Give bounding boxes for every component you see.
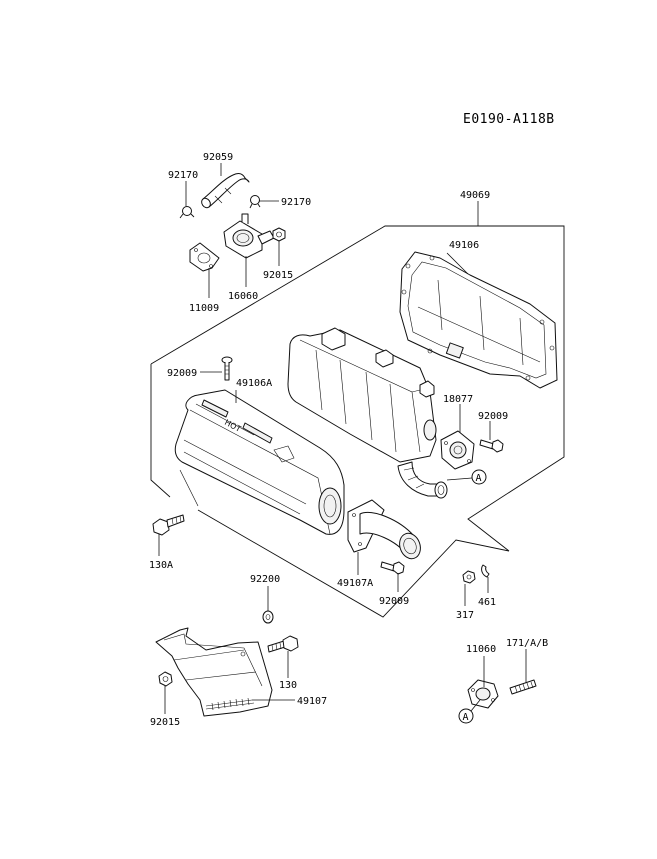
label-18077: 18077 bbox=[443, 394, 473, 405]
label-461: 461 bbox=[478, 597, 496, 608]
cover-49106 bbox=[399, 251, 558, 389]
label-49107A: 49107A bbox=[337, 578, 373, 589]
muffler-cover-49106A: HOT bbox=[174, 389, 345, 535]
label-11009: 11009 bbox=[189, 303, 219, 314]
label-92059: 92059 bbox=[203, 152, 233, 163]
muffler-body bbox=[287, 327, 437, 463]
label-92170-left: 92170 bbox=[168, 170, 198, 181]
label-130: 130 bbox=[279, 680, 297, 691]
elbow-16060 bbox=[223, 213, 275, 259]
bolt-92009-bottom bbox=[380, 561, 405, 575]
exhaust-pipe bbox=[397, 461, 448, 499]
nut-317 bbox=[462, 570, 476, 584]
label-16060: 16060 bbox=[228, 291, 258, 302]
label-171AB: 171/A/B bbox=[506, 638, 548, 649]
stud-171AB bbox=[509, 679, 537, 695]
label-92009-top: 92009 bbox=[167, 368, 197, 379]
label-49107: 49107 bbox=[297, 696, 327, 707]
label-92200: 92200 bbox=[250, 574, 280, 585]
gasket-11060 bbox=[467, 679, 499, 709]
label-49106: 49106 bbox=[449, 240, 479, 251]
svg-text:A: A bbox=[463, 712, 469, 723]
label-92015-bottom: 92015 bbox=[150, 717, 180, 728]
hose-92059 bbox=[201, 173, 250, 209]
gasket-11009 bbox=[189, 242, 220, 272]
label-11060: 11060 bbox=[466, 644, 496, 655]
bolt-130 bbox=[267, 635, 299, 653]
bolt-130A bbox=[152, 514, 185, 536]
ref-callout-a-lower: A bbox=[458, 699, 481, 724]
nut-92015-top bbox=[272, 227, 286, 242]
bolt-92009-right bbox=[479, 439, 504, 453]
leader-lines bbox=[158, 163, 527, 714]
label-92009-right: 92009 bbox=[478, 411, 508, 422]
ref-callout-a-upper: A bbox=[446, 469, 487, 485]
label-130A: 130A bbox=[149, 560, 173, 571]
guard-49107 bbox=[155, 627, 273, 717]
washer-92200 bbox=[262, 610, 274, 624]
svg-text:A: A bbox=[476, 473, 482, 484]
nut-92015-bottom bbox=[158, 671, 173, 687]
tailpipe-49107A bbox=[347, 499, 421, 560]
label-92009-bottom: 92009 bbox=[379, 596, 409, 607]
label-317: 317 bbox=[456, 610, 474, 621]
washer-461 bbox=[481, 564, 490, 578]
bolt-92009-top bbox=[221, 356, 233, 381]
label-49106A: 49106A bbox=[236, 378, 272, 389]
diagram-code: E0190-A118B bbox=[463, 112, 555, 127]
flange-18077 bbox=[440, 430, 475, 470]
assembly-boundary bbox=[150, 225, 565, 618]
label-49069: 49069 bbox=[460, 190, 490, 201]
hose-clamp-right bbox=[249, 195, 261, 209]
part-labels: 92059 92170 92170 11009 16060 92015 4906… bbox=[149, 152, 548, 728]
label-92015-top: 92015 bbox=[263, 270, 293, 281]
label-92170-right: 92170 bbox=[281, 197, 311, 208]
hose-clamp-left bbox=[179, 206, 195, 219]
